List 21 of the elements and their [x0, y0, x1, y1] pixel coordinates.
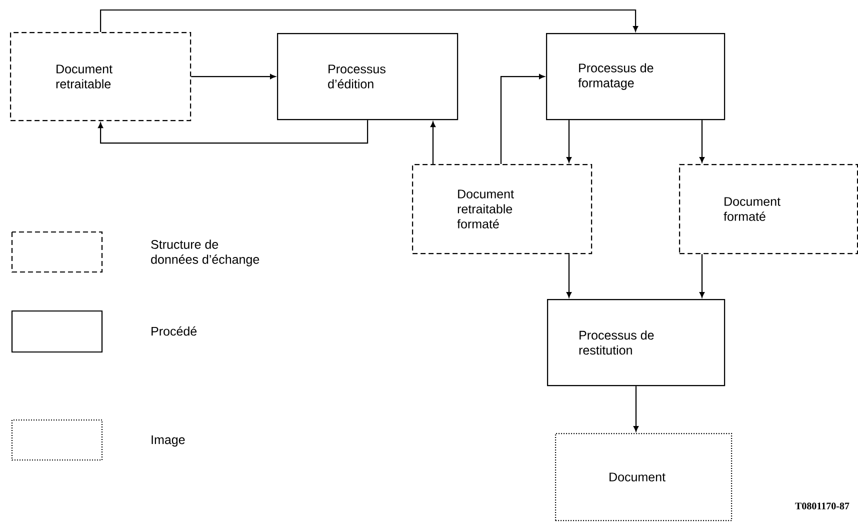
arrow	[566, 120, 572, 163]
arrow	[700, 120, 705, 163]
arrow	[500, 74, 545, 164]
legend-text: Structure de données d’échange	[151, 240, 260, 266]
legend-text: Image	[152, 435, 185, 447]
legend-text: Procédé	[152, 326, 197, 336]
arrow	[100, 9, 638, 32]
process-box: Processus d’édition	[277, 33, 458, 120]
arrow	[566, 254, 572, 298]
arrow	[191, 74, 276, 80]
data-box: Document retraitable formaté	[412, 164, 592, 254]
figure-code: T0801170-87	[795, 502, 850, 510]
arrow	[430, 122, 436, 164]
process-box: Processus de formatage	[546, 33, 726, 120]
process-box: Processus de restitution	[547, 299, 726, 386]
arrow	[98, 120, 368, 144]
arrow	[700, 254, 705, 298]
data-box: Document formaté	[679, 164, 858, 254]
image-box: Document	[555, 433, 732, 522]
arrow	[634, 386, 639, 432]
data-box: Document retraitable	[10, 32, 192, 122]
